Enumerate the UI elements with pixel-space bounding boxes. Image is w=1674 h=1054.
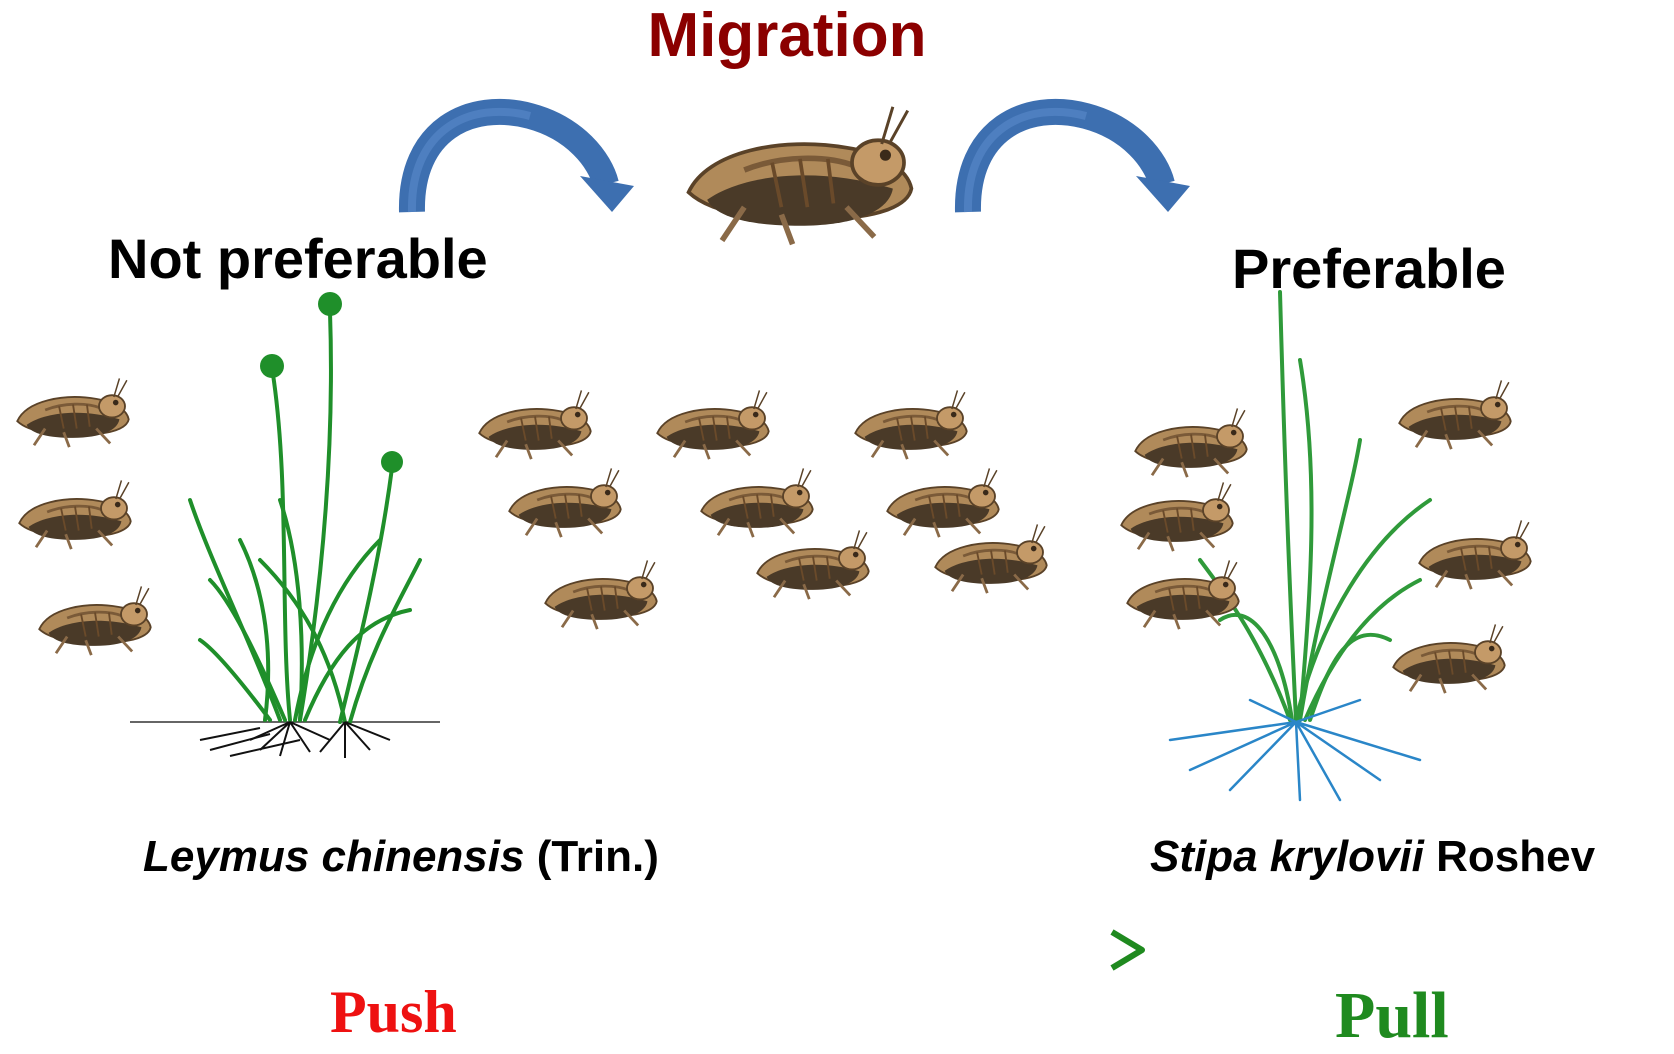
- locust-icon: [507, 466, 623, 539]
- locust-icon: [1417, 518, 1533, 591]
- push-label: Push: [330, 979, 457, 1045]
- left-species-italic: Leymus chinensis: [143, 832, 525, 881]
- locust-icon: [543, 558, 659, 631]
- locust-icon: [885, 466, 1001, 539]
- locust-icon: [15, 376, 131, 449]
- locust-icon: [689, 107, 912, 244]
- left-species-label: Leymus chinensis (Trin.): [143, 832, 659, 882]
- leymus-plant: [130, 292, 440, 758]
- right-species-label: Stipa krylovii Roshev: [1150, 832, 1595, 882]
- locust-icon: [655, 388, 771, 461]
- locust-icon: [1133, 406, 1249, 479]
- curved-arrow-icon: [954, 98, 1190, 213]
- curved-arrow-icon: [398, 98, 634, 213]
- locust-icon: [755, 528, 871, 601]
- gradient-arrow-icon: [528, 929, 1145, 971]
- left-species-rest: (Trin.): [524, 832, 659, 881]
- pull-label: Pull: [1335, 979, 1449, 1052]
- locust-icon: [477, 388, 593, 461]
- locust-icon: [1391, 622, 1507, 695]
- locust-icon: [699, 466, 815, 539]
- right-species-italic: Stipa krylovii: [1150, 832, 1424, 881]
- locust-icon: [1119, 480, 1235, 553]
- locust-icon: [17, 478, 133, 551]
- locust-icon: [853, 388, 969, 461]
- locust-icon: [1397, 378, 1513, 451]
- title-text: Migration: [647, 1, 927, 70]
- locust-icon: [933, 522, 1049, 595]
- locust-icon: [37, 584, 153, 657]
- not-preferable-label: Not preferable: [108, 227, 488, 290]
- stipa-plant: [1168, 290, 1432, 802]
- right-species-rest: Roshev: [1423, 832, 1596, 881]
- diagram-title: Migration: [0, 0, 1674, 71]
- preferable-label: Preferable: [1232, 237, 1506, 300]
